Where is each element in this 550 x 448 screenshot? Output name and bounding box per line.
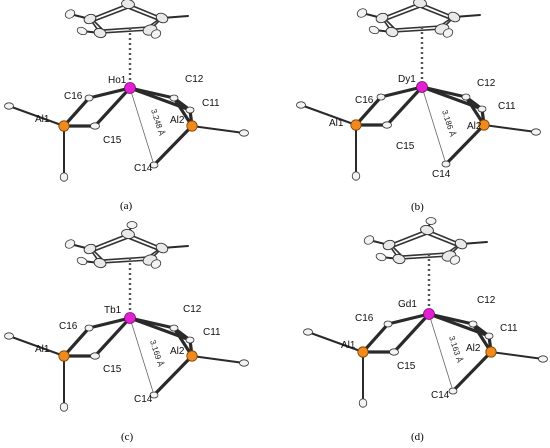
al1-label-b: Al1 [329, 118, 344, 129]
molecule-a [2, 0, 251, 183]
c11-label-b: C11 [498, 101, 516, 112]
c12-label-a: C12 [185, 74, 204, 85]
c16-label-b: C16 [355, 95, 374, 106]
panel-d: Gd1 C12 C11 C16 C15 C14 Al1 Al2 3.163 Å … [301, 215, 550, 443]
c11-label-a: C11 [202, 98, 220, 109]
c16-label-a: C16 [64, 91, 83, 102]
metal-label-c: Tb1 [104, 305, 122, 316]
caption-b: (b) [411, 201, 424, 213]
c12-label-c: C12 [183, 304, 202, 315]
c14-label-d: C14 [431, 390, 450, 401]
c14-label-c: C14 [134, 394, 153, 405]
molecule-d [301, 215, 550, 409]
al1-label-a: Al1 [35, 114, 50, 125]
al2-label-c: Al2 [170, 346, 185, 357]
c11-label-d: C11 [500, 323, 518, 334]
c15-label-a: C15 [103, 135, 122, 146]
distance-label-a: 3.248 Å [149, 108, 166, 138]
metal-label-a: Ho1 [108, 75, 127, 86]
caption-c: (c) [121, 431, 134, 443]
al1-label-c: Al1 [35, 344, 50, 355]
c15-label-c: C15 [103, 364, 122, 375]
panel-a: Ho1 C12 C11 C16 C15 C14 Al1 Al2 3.248 Å … [2, 0, 251, 212]
al2-label-a: Al2 [170, 115, 185, 126]
al2-label-d: Al2 [466, 343, 481, 354]
c11-label-c: C11 [203, 327, 221, 338]
c12-label-b: C12 [477, 78, 496, 89]
distance-label-d: 3.163 Å [447, 335, 464, 365]
molecule-b [294, 0, 543, 182]
c16-label-c: C16 [59, 321, 78, 332]
al1-label-d: Al1 [341, 340, 356, 351]
distance-label-b: 3.186 Å [440, 109, 457, 139]
caption-a: (a) [120, 200, 133, 212]
c15-label-d: C15 [397, 361, 416, 372]
c16-label-d: C16 [355, 313, 374, 324]
metal-label-d: Gd1 [398, 299, 417, 310]
panel-c: Tb1 C12 C11 C16 C15 C14 Al1 Al2 3.169 Å … [2, 219, 251, 443]
c14-label-a: C14 [134, 163, 153, 174]
c14-label-b: C14 [432, 169, 451, 180]
panel-b: Dy1 C12 C11 C16 C15 C14 Al1 Al2 3.186 Å … [294, 0, 543, 213]
molecule-c [2, 219, 251, 413]
c15-label-b: C15 [396, 141, 415, 152]
caption-d: (d) [411, 431, 424, 443]
al2-label-b: Al2 [467, 121, 482, 132]
distance-label-c: 3.169 Å [148, 339, 165, 369]
metal-label-b: Dy1 [398, 74, 416, 85]
c12-label-d: C12 [477, 295, 496, 306]
